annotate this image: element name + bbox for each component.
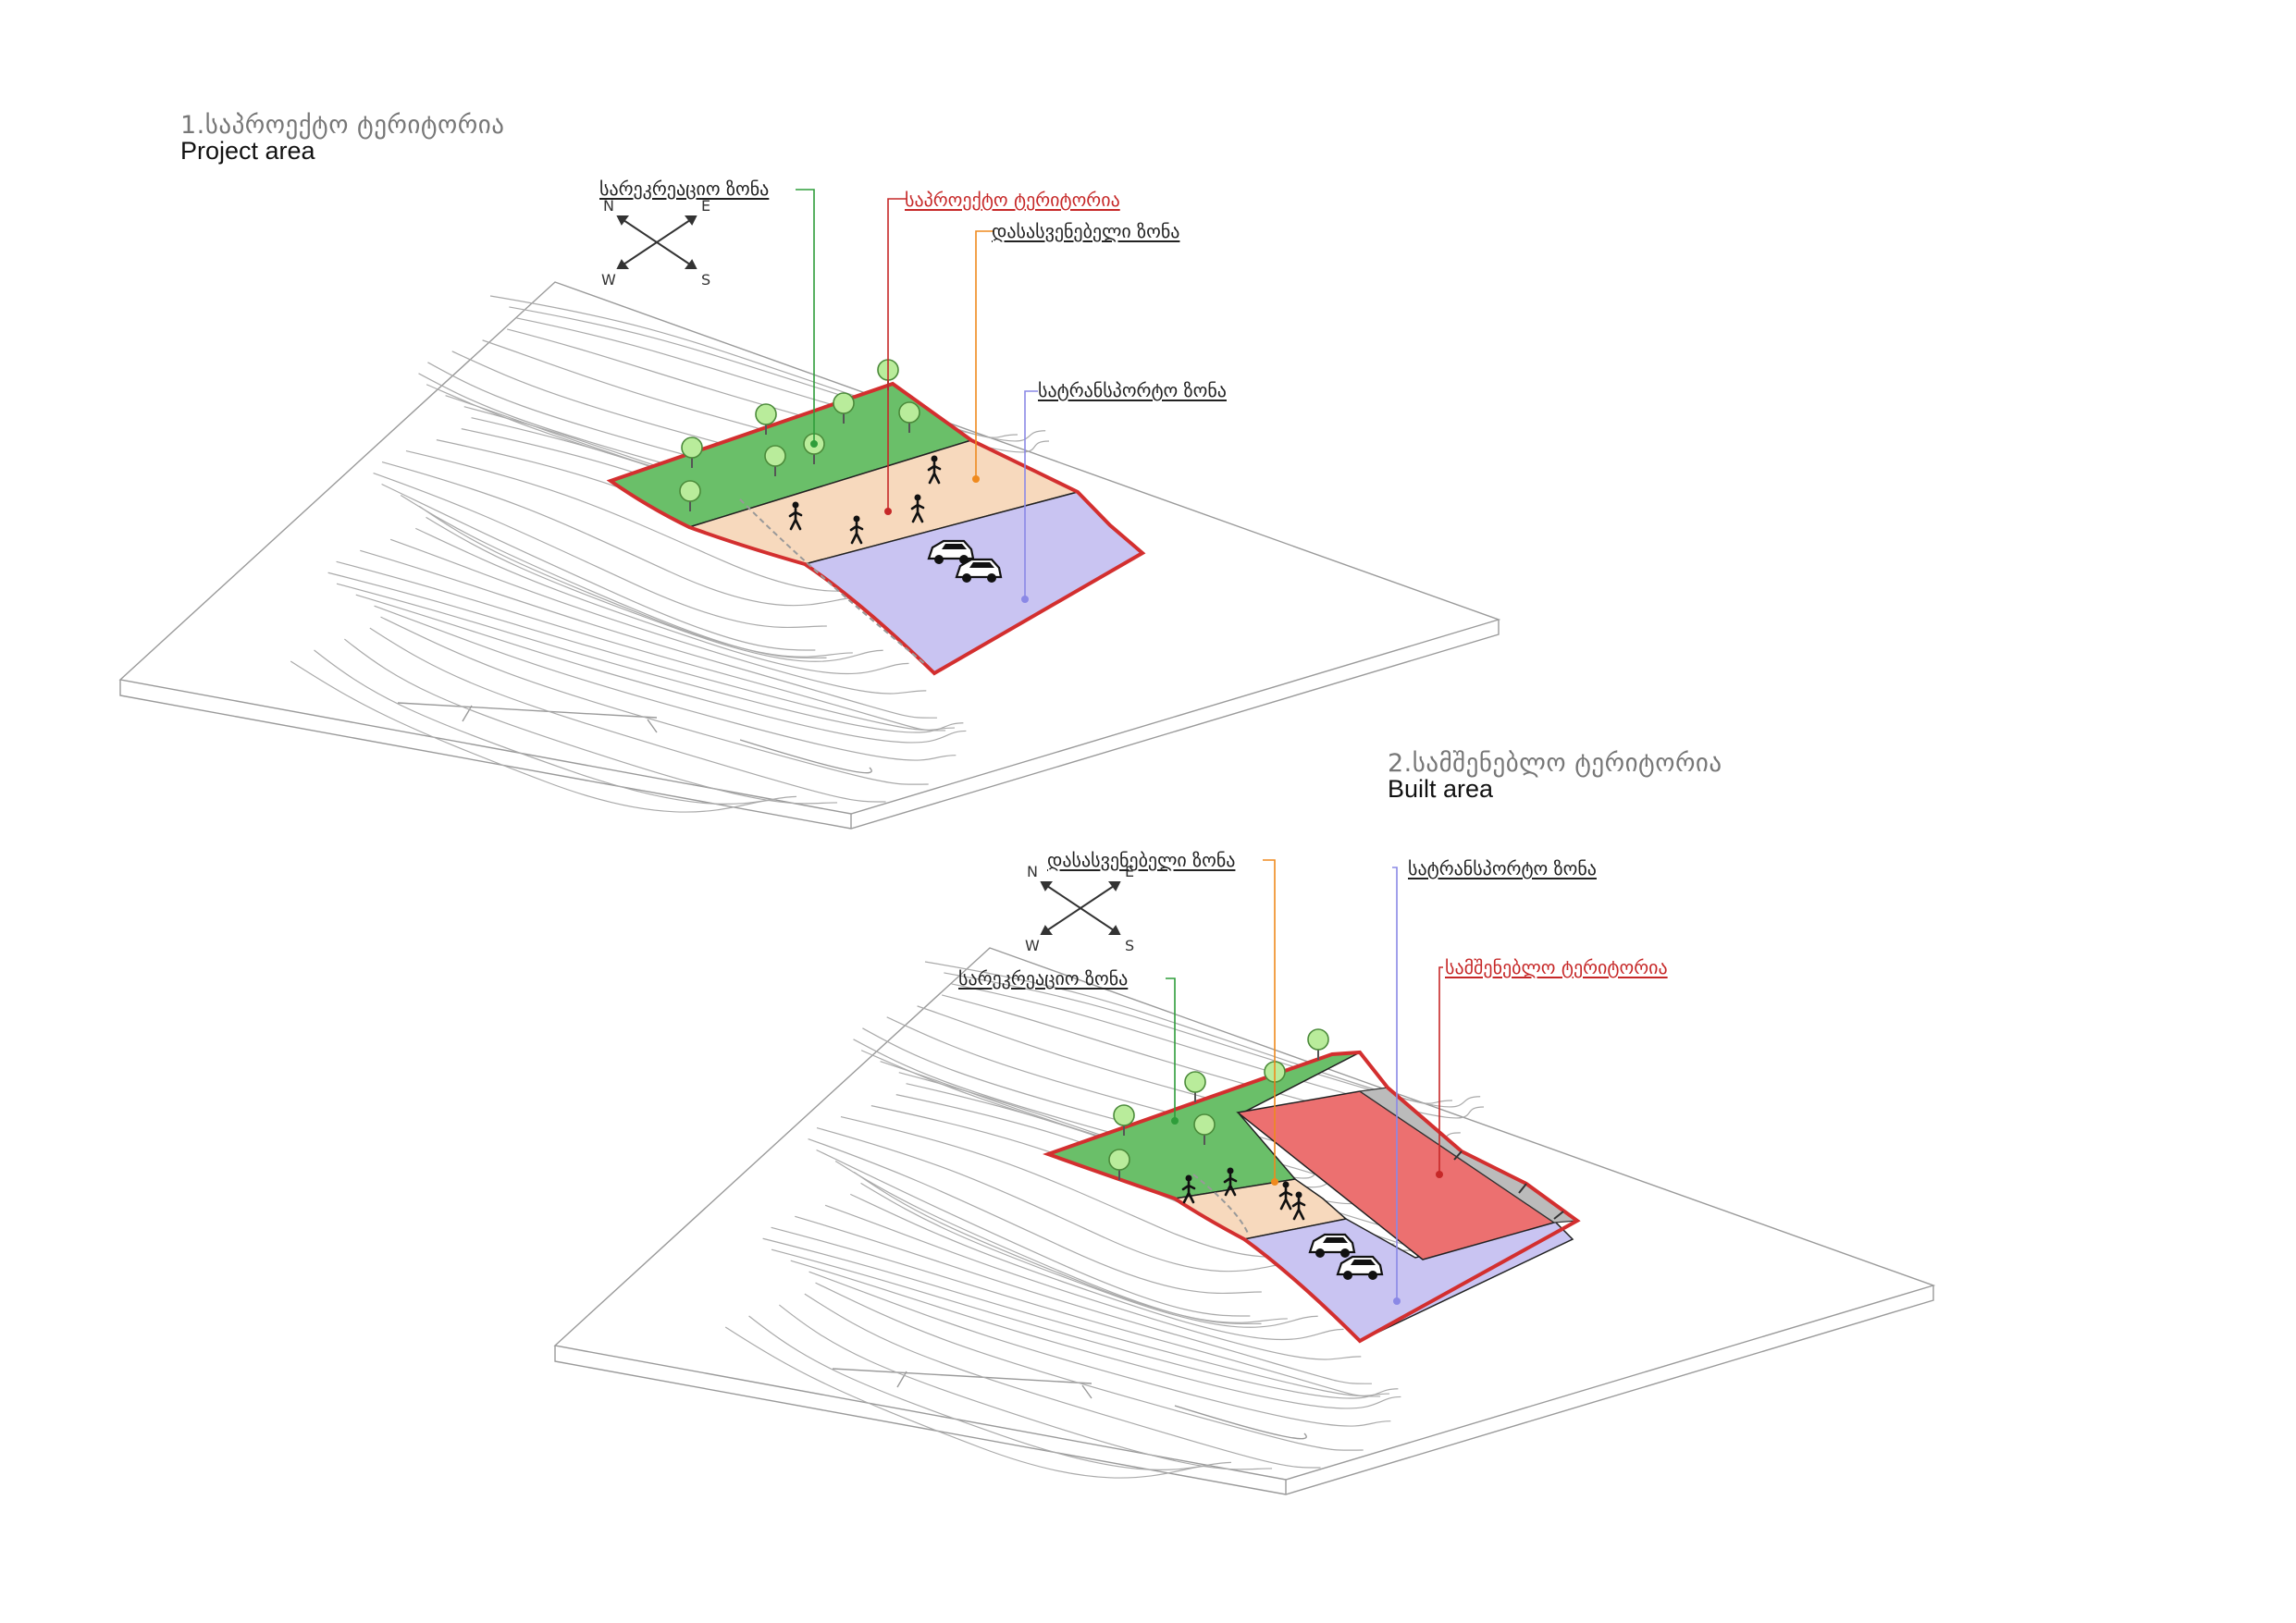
contour-line: [804, 1293, 1321, 1469]
contour-line: [762, 1237, 1389, 1396]
contour-line: [336, 583, 964, 733]
compass-n-1: N: [603, 197, 614, 215]
compass-w-2: W: [1025, 937, 1040, 954]
d1-label-project-territory: საპროექტო ტერიტორია: [905, 189, 1120, 211]
contour-line: [790, 1260, 1401, 1409]
contour-line: [381, 461, 862, 607]
compass-n-2: N: [1027, 863, 1038, 880]
compass-s-1: S: [701, 271, 710, 289]
contour-line: [355, 594, 967, 744]
contour-line: [924, 961, 1453, 1104]
compass-w-1: W: [601, 271, 616, 289]
d1-label-recreation: სარეკრეაციო ზონა: [599, 178, 770, 200]
diagram-1: N E W S: [118, 189, 1501, 830]
built-boundary-2: [1043, 1050, 1581, 1344]
contour-line: [327, 572, 955, 731]
contour-line: [489, 295, 1018, 438]
contour-line: [816, 1126, 1297, 1273]
contour-line: [389, 538, 927, 695]
contour-line: [860, 1182, 1318, 1328]
contour-line: [951, 983, 1485, 1119]
compass-2: N E W S: [1025, 863, 1134, 954]
contour-line: [426, 516, 883, 662]
d1-label-rest: დასასვენებელი ზონა: [992, 220, 1180, 242]
contour-line: [815, 1282, 1364, 1451]
contour-line: [771, 1248, 1399, 1399]
diagram-2-title-ka: 2.სამშენებლო ტერიტორია: [1388, 749, 1722, 778]
project-boundary-1: [606, 381, 1146, 676]
diagram-2: N E W S: [553, 859, 1936, 1495]
contour-line: [360, 549, 937, 719]
leaders-1: [796, 189, 1038, 603]
compass-1: N E W S: [601, 197, 710, 289]
d1-label-transport: სატრანსპორტო ზონა: [1038, 379, 1227, 401]
contour-line: [415, 527, 909, 675]
contour-line: [400, 494, 827, 659]
d2-label-recreation: სარეკრეაციო ზონა: [958, 967, 1129, 990]
contour-line: [418, 505, 853, 658]
contour-line: [816, 1149, 1251, 1317]
contour-line: [850, 1193, 1344, 1341]
contour-line: [373, 472, 827, 629]
compass-s-2: S: [1125, 937, 1134, 954]
compass-e-2: E: [1125, 863, 1134, 880]
contour-line: [795, 1215, 1372, 1384]
contour-line: [853, 1171, 1288, 1323]
contour-line: [290, 660, 777, 813]
contour-line: [336, 560, 946, 732]
contour-line: [779, 1304, 1273, 1470]
contour-line: [369, 627, 886, 803]
contour-line: [344, 638, 838, 805]
contour-line: [748, 1315, 1231, 1470]
contour-line: [809, 1271, 1391, 1427]
diagram-1-title-en: Project area: [180, 137, 315, 165]
contour-line: [380, 616, 929, 785]
contour-line: [314, 649, 796, 805]
d2-label-rest: დასასვენებელი ზონა: [1047, 849, 1236, 871]
leaders-2: [1166, 859, 1443, 1305]
contour-line: [771, 1226, 1381, 1397]
contour-line: [808, 1137, 1262, 1295]
contour-line: [374, 605, 957, 761]
compass-e-1: E: [701, 197, 710, 215]
diagram-1-title-ka: 1.საპროექტო ტერიტორია: [180, 111, 505, 140]
contour-line: [724, 1326, 1212, 1479]
d2-label-transport: სატრანსპორტო ზონა: [1408, 857, 1597, 879]
d2-label-built-territory: სამშენებლო ტერიტორია: [1445, 956, 1668, 978]
diagram-2-title-en: Built area: [1388, 775, 1494, 803]
contour-line: [381, 483, 816, 651]
contour-line: [824, 1204, 1362, 1360]
contour-line: [834, 1160, 1262, 1325]
